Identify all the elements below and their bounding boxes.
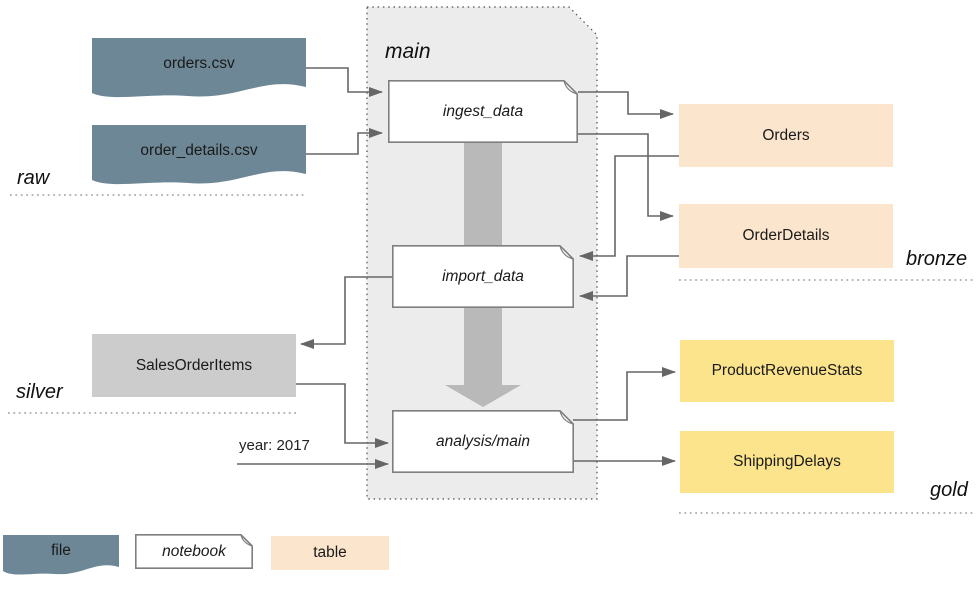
table-node-orders[interactable]: Orders [679, 104, 893, 167]
table-label: SalesOrderItems [135, 356, 253, 374]
connector-ingest-to-orders [578, 91, 674, 119]
connector-order-details-csv-to-ingest [306, 128, 383, 155]
table-label: OrderDetails [742, 227, 830, 245]
table-label: Orders [762, 126, 810, 144]
table-node-shipping-delays[interactable]: ShippingDelays [680, 431, 894, 493]
file-shape-icon [92, 125, 306, 185]
notebook-shape-icon [392, 245, 574, 308]
legend-file-label: file [51, 542, 71, 560]
connector-ingest-to-order-details [578, 133, 674, 221]
legend-notebook-label: notebook [162, 542, 226, 560]
file-label: order_details.csv [140, 142, 258, 160]
main-group-label: main [385, 40, 431, 63]
bronze-layer-label: bronze [906, 248, 968, 270]
notebook-node-analysis-main[interactable]: analysis/main [392, 410, 574, 473]
silver-layer-label: silver [16, 381, 63, 403]
file-node-order-details-csv[interactable]: order_details.csv [92, 125, 306, 187]
file-label: orders.csv [163, 55, 235, 73]
raw-layer-label: raw [17, 167, 50, 189]
legend-table-label: table [313, 544, 347, 562]
legend-item-notebook: notebook [135, 534, 253, 569]
flow-arrow-head [445, 308, 521, 407]
notebook-shape-icon [135, 534, 253, 569]
file-node-orders-csv[interactable]: orders.csv [92, 38, 306, 100]
legend-item-table: table [271, 536, 389, 570]
table-label: ShippingDelays [733, 453, 841, 471]
flow-arrow-shaft [464, 143, 502, 246]
year-parameter-label: year: 2017 [239, 437, 310, 454]
connector-sales-order-items-to-analysis [296, 383, 389, 448]
table-node-sales-order-items[interactable]: SalesOrderItems [92, 334, 296, 397]
connector-order-details-to-import [579, 255, 679, 301]
notebook-shape-icon [388, 80, 578, 143]
table-label: ProductRevenueStats [711, 362, 863, 380]
connector-orders-to-import [579, 155, 679, 261]
notebook-node-ingest-data[interactable]: ingest_data [388, 80, 578, 143]
table-node-order-details[interactable]: OrderDetails [679, 204, 893, 268]
gold-layer-label: gold [930, 479, 968, 501]
connector-orders-csv-to-ingest [306, 67, 383, 97]
table-node-product-revenue-stats[interactable]: ProductRevenueStats [680, 340, 894, 402]
notebook-shape-icon [392, 410, 574, 473]
connector-import-to-sales-order-items [300, 276, 392, 349]
notebook-label: import_data [442, 267, 524, 285]
legend-item-file: file [3, 535, 119, 577]
notebook-label: analysis/main [436, 432, 530, 450]
file-shape-icon [92, 38, 306, 98]
notebook-node-import-data[interactable]: import_data [392, 245, 574, 308]
file-shape-icon [3, 535, 119, 575]
connector-analysis-to-product-revenue-stats [573, 367, 676, 421]
notebook-label: ingest_data [442, 102, 524, 120]
